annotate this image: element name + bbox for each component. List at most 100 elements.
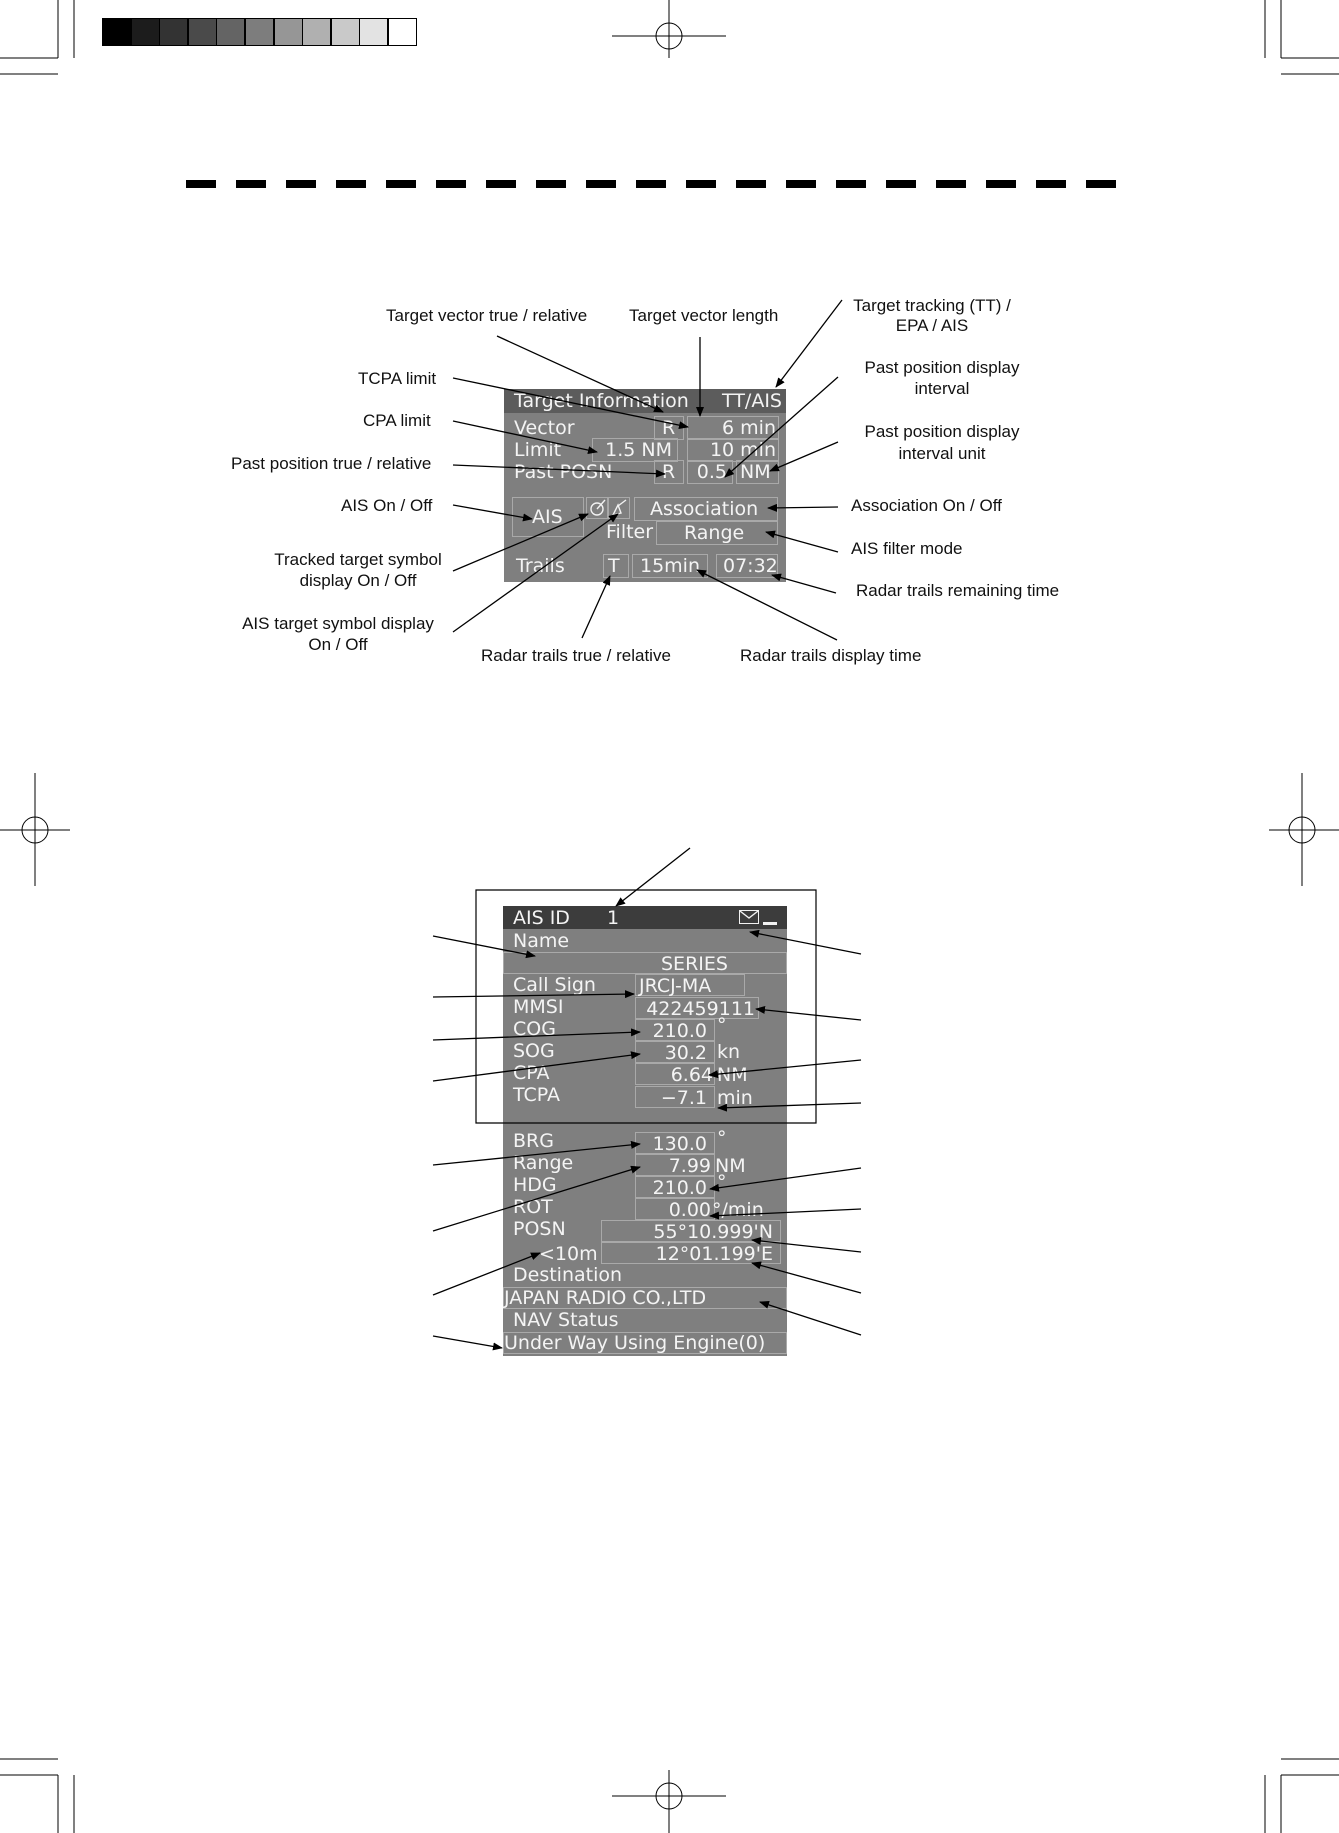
accuracy-value: <10m <box>539 1243 598 1265</box>
dashed-divider <box>186 180 1116 188</box>
trails-time: 15min <box>640 555 701 577</box>
past-posn-unit: NM <box>740 461 771 483</box>
trails-remaining: 07:32 <box>723 555 778 577</box>
nav-status-box <box>503 1332 787 1354</box>
cpa-value: 6.64 <box>670 1064 713 1086</box>
cog-value: 210.0 <box>652 1020 707 1042</box>
dash-segment <box>886 180 916 188</box>
trails-label: Trails <box>516 555 565 577</box>
envelope-flap-icon <box>740 911 758 919</box>
calibration-swatch <box>187 18 217 46</box>
nav-status-label: NAV Status <box>513 1309 619 1331</box>
past-posn-label: Past POSN <box>514 461 613 483</box>
sog-label: SOG <box>513 1040 555 1062</box>
calibration-swatch <box>216 18 246 46</box>
destination-value: JAPAN RADIO CO.,LTD <box>504 1287 707 1309</box>
dash-segment <box>736 180 766 188</box>
ais-button-label: AIS <box>532 506 563 528</box>
ais-title: AIS ID <box>513 907 570 929</box>
callout-ais-filter-mode: AIS filter mode <box>851 539 963 558</box>
callout-vector-true-relative: Target vector true / relative <box>386 306 588 325</box>
dash-segment <box>486 180 516 188</box>
mail-icon[interactable] <box>739 910 759 924</box>
callout-tcpa-limit: TCPA limit <box>358 369 437 388</box>
tcpa-limit: 10 min <box>709 439 776 461</box>
hdg-label: HDG <box>513 1174 557 1196</box>
ais-symbol-toggle[interactable] <box>608 497 630 519</box>
minimize-icon[interactable] <box>763 922 777 925</box>
call-sign-value: JRCJ-MA <box>639 975 712 997</box>
dash-segment <box>536 180 566 188</box>
dash-segment <box>186 180 216 188</box>
tracked-symbol-toggle[interactable] <box>586 497 608 519</box>
sog-value: 30.2 <box>664 1042 707 1064</box>
callout-past-interval-line2: interval <box>914 379 970 398</box>
calibration-swatch <box>102 18 131 46</box>
mmsi-label: MMSI <box>513 996 564 1018</box>
rot-label: ROT <box>513 1196 553 1218</box>
target-information-panel: Target Information TT/AIS Vector R 6 min… <box>504 389 786 582</box>
cog-unit: ° <box>717 1014 727 1036</box>
leader-line <box>615 848 690 907</box>
callout-past-interval-line1: Past position display <box>864 358 1020 377</box>
posn-label: POSN <box>513 1218 566 1240</box>
tcpa-value: −7.1 <box>660 1087 707 1109</box>
callout-tracked-symbol-line1: Tracked target symbol <box>274 550 442 569</box>
hdg-value: 210.0 <box>652 1177 707 1199</box>
dash-segment <box>936 180 966 188</box>
range-label: Range <box>513 1152 574 1174</box>
nav-status-value: Under Way Using Engine(0) <box>504 1332 766 1354</box>
callout-ais-symbol-line1: AIS target symbol display <box>242 614 434 633</box>
mmsi-value: 422459111 <box>646 998 755 1020</box>
leader-line <box>433 1336 503 1351</box>
calibration-swatch <box>388 18 417 46</box>
callout-past-true-relative: Past position true / relative <box>231 454 432 473</box>
cpa-label: CPA <box>513 1062 550 1084</box>
cog-label: COG <box>513 1018 556 1040</box>
callout-trails-display-time: Radar trails display time <box>740 646 922 665</box>
filter-mode: Range <box>684 522 745 544</box>
name-label: Name <box>513 930 570 952</box>
mode-tt-ais[interactable]: TT/AIS <box>722 390 782 412</box>
cpa-limit: 1.5 NM <box>605 439 672 461</box>
brg-unit: ° <box>717 1127 727 1149</box>
range-value: 7.99 <box>668 1155 711 1177</box>
dash-segment <box>986 180 1016 188</box>
rot-unit: °/min <box>712 1199 764 1221</box>
callout-tt-epa-ais-line1: Target tracking (TT) / <box>853 296 1011 315</box>
dash-segment <box>286 180 316 188</box>
calibration-swatch <box>273 18 303 46</box>
callout-tracked-symbol-line2: display On / Off <box>299 571 417 590</box>
dash-segment <box>1036 180 1066 188</box>
calibration-swatch <box>130 18 160 46</box>
cpa-unit: NM <box>717 1064 748 1086</box>
dash-segment <box>786 180 816 188</box>
panel-title: Target Information <box>514 390 689 412</box>
vector-label: Vector <box>514 417 575 439</box>
calibration-swatch <box>302 18 332 46</box>
association-label: Association <box>650 498 759 520</box>
callout-vector-length: Target vector length <box>629 306 779 325</box>
sog-unit: kn <box>717 1041 741 1063</box>
callout-past-unit-line2: interval unit <box>898 444 986 463</box>
vector-time: 6 min <box>722 417 776 439</box>
trails-time-box[interactable] <box>632 554 708 578</box>
dash-segment <box>836 180 866 188</box>
call-sign-label: Call Sign <box>513 974 596 996</box>
dash-segment <box>586 180 616 188</box>
lon-value: 12°01.199'E <box>655 1243 773 1265</box>
dash-segment <box>336 180 366 188</box>
calibration-swatch <box>245 18 274 46</box>
association-button[interactable] <box>634 497 778 521</box>
trails-mode: T <box>608 555 620 577</box>
past-posn-interval: 0.5 <box>696 461 727 483</box>
past-posn-mode: R <box>662 461 676 483</box>
lon-box <box>601 1242 781 1264</box>
leader-line <box>582 575 610 638</box>
name-value: SERIES <box>661 953 728 975</box>
name-row-box <box>503 952 787 974</box>
lat-value: 55°10.999'N <box>653 1221 773 1243</box>
callout-trails-true-relative: Radar trails true / relative <box>481 646 671 665</box>
callout-ais-on-off: AIS On / Off <box>341 496 433 515</box>
callout-trails-remaining: Radar trails remaining time <box>856 581 1060 600</box>
